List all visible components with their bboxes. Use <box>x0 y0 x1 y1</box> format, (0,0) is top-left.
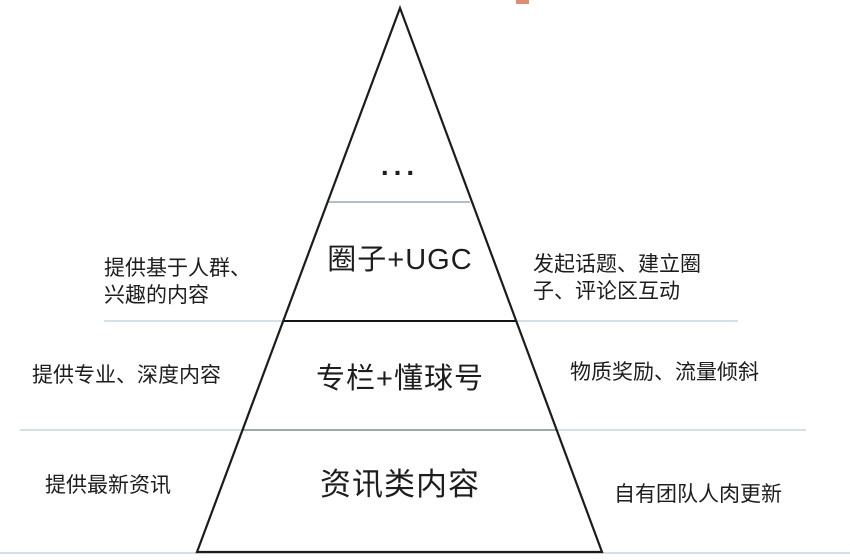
tier-ugc-left-label-line2: 兴趣的内容 <box>104 284 209 307</box>
tier-ugc-left-label-line1: 提供基于人群、 <box>104 257 251 280</box>
tier-news-left-label: 提供最新资讯 <box>45 474 171 497</box>
tier-ugc-right-label: 发起话题、建立圈 子、评论区互动 <box>533 251 701 305</box>
tier-top-ellipsis-label: ... <box>380 150 420 181</box>
tier-ugc-right-label-line2: 子、评论区互动 <box>533 280 680 303</box>
accent-mark <box>516 0 529 4</box>
pyramid-outline <box>195 4 604 554</box>
tier-ugc-center-label: 圈子+UGC <box>327 244 473 276</box>
tier-news-center-label: 资讯类内容 <box>320 467 480 502</box>
tier-ugc-right-label-line1: 发起话题、建立圈 <box>533 253 701 276</box>
tier-column-left-label: 提供专业、深度内容 <box>32 364 221 387</box>
tier-news-right-label: 自有团队人肉更新 <box>614 483 782 506</box>
tier-column-right-label: 物质奖励、流量倾斜 <box>570 361 759 384</box>
tier-column-center-label: 专栏+懂球号 <box>316 363 484 395</box>
tier-ugc-left-label: 提供基于人群、 兴趣的内容 <box>104 255 251 309</box>
